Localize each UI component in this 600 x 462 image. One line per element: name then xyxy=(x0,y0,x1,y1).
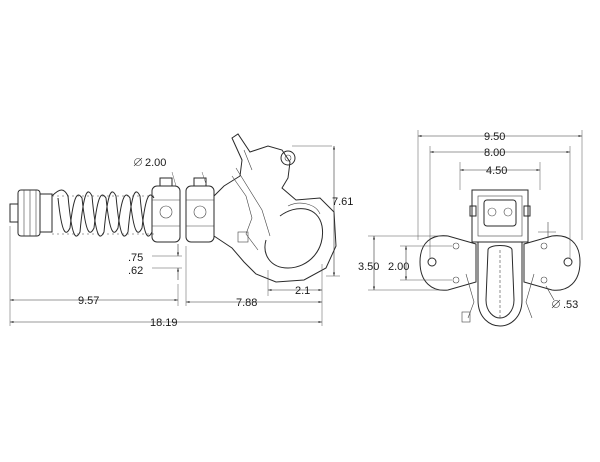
dim-offsets: .75 .62 xyxy=(128,244,182,280)
end-view: 9.50 8.00 4.50 3.50 2.00 xyxy=(358,130,583,327)
bolt-height-label: 2.00 xyxy=(388,261,409,273)
dim-inner-width: 4.50 xyxy=(459,162,541,190)
coupling-flange xyxy=(151,177,215,243)
mounting-flange xyxy=(419,235,581,291)
dim-hook-length: 7.88 xyxy=(185,246,323,309)
dim-eye-diameter: 2.00 xyxy=(133,157,207,187)
bolt-span-label: 8.00 xyxy=(484,147,505,159)
overall-length-label: 18.19 xyxy=(150,317,178,329)
dim-hole-diameter: .53 xyxy=(545,285,578,311)
dim-flange-width: 9.50 xyxy=(417,130,583,240)
hook-depth-label: 2.1 xyxy=(295,285,310,297)
eye-diameter-label: 2.00 xyxy=(145,157,166,169)
dim-hook-depth: 2.1 xyxy=(267,264,323,297)
hook-housing xyxy=(461,189,556,327)
dim-bolt-span: 8.00 xyxy=(429,146,571,258)
flange-width-label: 9.50 xyxy=(484,131,505,143)
lower-offset-label: .62 xyxy=(128,265,143,277)
height-label: 7.61 xyxy=(332,196,353,208)
flange-height-label: 3.50 xyxy=(358,261,379,273)
hook-length-label: 7.88 xyxy=(236,297,257,309)
hole-diameter-label: .53 xyxy=(563,299,578,311)
drawbar-end xyxy=(9,189,53,237)
inner-width-label: 4.50 xyxy=(486,165,507,177)
dim-overall-length: 18.19 xyxy=(9,306,323,329)
dim-bolt-height: 2.00 xyxy=(388,245,452,281)
drawbar-length-label: 9.57 xyxy=(78,295,99,307)
dim-flange-height: 3.50 xyxy=(358,235,446,291)
upper-offset-label: .75 xyxy=(128,252,143,264)
pintle-hook xyxy=(213,133,337,283)
dim-drawbar-length: 9.57 xyxy=(9,226,179,307)
side-view: 2.00 7.61 .75 .62 2.1 xyxy=(9,133,353,329)
drawbar-spring xyxy=(51,189,155,237)
dim-height: 7.61 xyxy=(292,145,353,277)
